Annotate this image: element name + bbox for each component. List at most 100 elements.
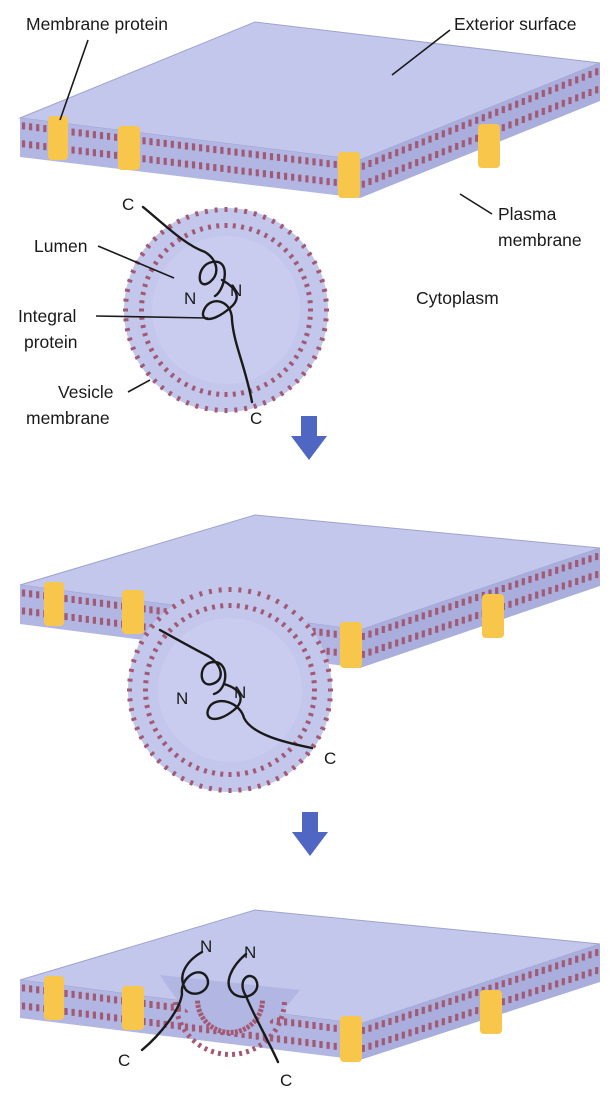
lipid-head xyxy=(326,178,330,186)
lipid-head xyxy=(171,770,177,777)
lipid-head xyxy=(99,150,104,158)
lipid-head xyxy=(327,678,333,682)
lipid-head xyxy=(99,599,104,607)
lipid-head xyxy=(283,603,289,610)
lipid-head xyxy=(29,1003,33,1011)
lipid-head xyxy=(167,746,174,753)
lipid-head xyxy=(167,390,173,397)
lipid-head xyxy=(145,371,152,377)
lipid-head xyxy=(186,1033,192,1039)
lipid-head xyxy=(173,752,180,759)
lipid-head xyxy=(333,160,337,168)
lipid-head xyxy=(568,97,572,105)
lipid-head xyxy=(257,1008,264,1013)
lipid-head xyxy=(274,757,280,764)
lipid-head xyxy=(401,164,405,172)
lipid-head xyxy=(159,384,165,391)
lipid-head xyxy=(238,1027,243,1034)
lipid-head xyxy=(468,119,472,127)
lipid-head xyxy=(327,698,333,702)
lipid-head xyxy=(280,752,287,759)
lipid-head xyxy=(321,288,328,293)
lipid-head xyxy=(455,995,459,1003)
arrow-down-icon xyxy=(292,812,328,856)
lipid-head xyxy=(312,176,316,184)
lipid-head xyxy=(388,169,392,177)
lipid-head xyxy=(238,587,242,593)
lipid-head xyxy=(528,593,532,601)
stage-3-labels: N N C C xyxy=(118,937,292,1090)
lipid-head xyxy=(415,1009,419,1017)
lipid-head xyxy=(555,980,559,988)
membrane-protein xyxy=(340,1016,362,1062)
lipid-head xyxy=(262,214,267,221)
lipid-head xyxy=(256,590,262,597)
lipid-head xyxy=(210,1048,215,1055)
membrane-protein xyxy=(48,116,68,160)
lipid-head xyxy=(305,655,311,660)
lipid-head xyxy=(441,605,445,613)
lipid-head xyxy=(29,141,33,149)
vesicle-lumen xyxy=(158,618,302,762)
lipid-head xyxy=(71,146,75,154)
lipid-head xyxy=(588,555,592,563)
lipid-head xyxy=(138,734,145,740)
lipid-head xyxy=(308,712,314,717)
lipid-head xyxy=(468,614,472,622)
lipid-head xyxy=(241,1030,245,1038)
lipid-head xyxy=(568,976,572,983)
lipid-head xyxy=(170,1003,174,1011)
lipid-head xyxy=(276,153,281,161)
lipid-head xyxy=(247,588,252,595)
lipid-head xyxy=(247,785,252,792)
lipid-head xyxy=(177,159,181,167)
terminus-c: C xyxy=(250,409,262,428)
lipid-head xyxy=(171,603,177,610)
lipid-head xyxy=(163,247,170,254)
lipid-head xyxy=(178,1021,185,1027)
lipid-head xyxy=(319,336,326,342)
lipid-head xyxy=(236,771,240,777)
lipid-head xyxy=(214,407,218,413)
lipid-head xyxy=(535,110,539,118)
lipid-head xyxy=(595,68,599,76)
lipid-head xyxy=(581,575,585,583)
lipid-head xyxy=(177,1004,181,1012)
lipid-head xyxy=(276,372,283,379)
lipid-head xyxy=(561,81,565,89)
lipid-head xyxy=(268,1033,274,1039)
lipid-head xyxy=(475,594,479,602)
lipid-head xyxy=(266,779,271,786)
lipid-head xyxy=(234,207,238,213)
lipid-head xyxy=(475,116,479,124)
lipid-head xyxy=(395,149,399,157)
label-cytoplasm: Cytoplasm xyxy=(416,288,499,308)
lipid-head xyxy=(36,1004,40,1012)
lipid-head xyxy=(211,770,216,776)
lipid-head xyxy=(319,628,323,636)
lipid-head xyxy=(287,229,293,236)
lipid-head xyxy=(298,616,304,622)
lipid-head xyxy=(152,727,159,733)
lipid-head xyxy=(521,991,525,999)
lipid-head xyxy=(114,619,118,627)
lipid-head xyxy=(415,614,419,622)
lipid-head xyxy=(200,1015,206,1021)
lipid-head xyxy=(468,596,472,604)
lipid-head xyxy=(595,553,599,561)
lipid-head xyxy=(461,993,465,1001)
lipid-head xyxy=(169,241,176,248)
lipid-head xyxy=(269,153,274,161)
lipid-head xyxy=(548,982,552,990)
lipid-head xyxy=(245,1024,251,1030)
lipid-head xyxy=(501,106,505,114)
lipid-head xyxy=(297,347,304,353)
lipid-head xyxy=(521,578,525,586)
lipid-head xyxy=(311,680,317,684)
lipid-head xyxy=(319,159,323,167)
lipid-head xyxy=(515,993,519,1001)
lipid-head xyxy=(319,278,326,284)
lipid-head xyxy=(106,995,111,1003)
lipid-head xyxy=(555,584,559,592)
lipid-head xyxy=(241,1026,247,1033)
